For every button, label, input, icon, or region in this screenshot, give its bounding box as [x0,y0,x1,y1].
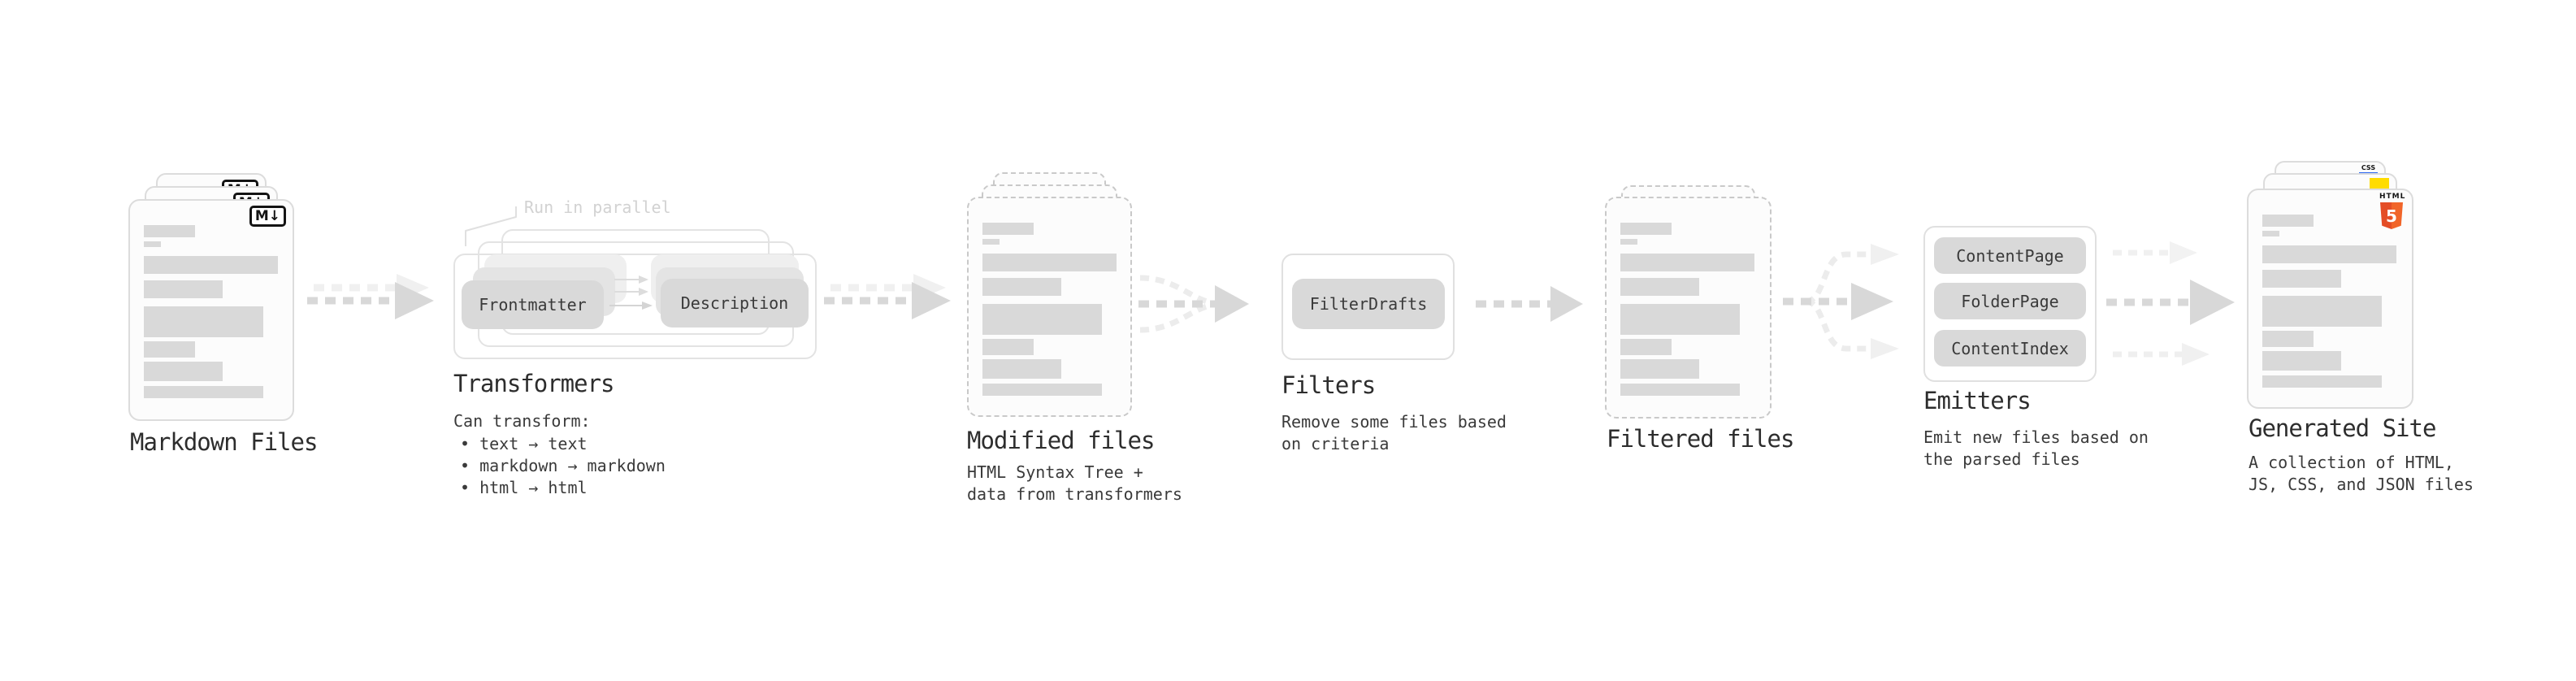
placeholder-bar [144,256,278,274]
placeholder-bar [982,384,1102,396]
modified-file-card-front [967,197,1132,417]
placeholder-bar [1620,384,1740,396]
bullet-item: • text → text [460,434,588,453]
flow-arrow-filtered-to-emitters [1783,244,1899,359]
emitters-description: Emit new files based on the parsed files [1923,427,2149,469]
flow-arrow-filters-to-filtered [1476,286,1583,322]
placeholder-bar [2262,245,2396,263]
bullet-item: • html → html [460,478,588,497]
placeholder-bar [1620,339,1672,355]
run-in-parallel-label: Run in parallel [524,197,671,217]
placeholder-bar [1620,359,1699,379]
placeholder-bar [144,225,195,237]
folderpage-pill: FolderPage [1934,283,2086,319]
placeholder-bar [144,362,223,381]
placeholder-bar [2262,231,2279,236]
generated-site-stack: CSS HTML 5 [2247,161,2413,413]
contentindex-pill: ContentIndex [1934,330,2086,367]
placeholder-bar [1620,254,1754,271]
flow-arrow-emitters-to-generated [2106,241,2235,366]
html5-icon-label: HTML [2379,193,2406,201]
markdown-files-title: Markdown Files [130,428,318,456]
transformers-title: Transformers [453,370,615,397]
html5-icon: HTML 5 [2379,193,2406,229]
document-placeholder-lines [1620,223,1759,398]
markdown-files-stack: M↓ M↓ M↓ [128,173,294,421]
placeholder-bar [2262,296,2382,327]
transformers-desc-heading: Can transform: [453,411,591,431]
document-placeholder-lines [982,223,1121,398]
html5-icon-shield: 5 [2380,202,2403,229]
js-icon [2370,178,2389,191]
generated-site-title: Generated Site [2249,414,2436,442]
filtered-files-stack [1605,185,1772,421]
placeholder-bar [144,306,263,337]
generated-file-card-html: HTML 5 [2247,189,2413,409]
description-pill: Description [661,279,809,327]
placeholder-bar [982,223,1034,235]
filtered-file-card-front [1605,197,1772,419]
markdown-icon: M↓ [249,206,286,227]
filterdrafts-pill: FilterDrafts [1292,279,1445,329]
modified-files-description: HTML Syntax Tree + data from transformer… [967,462,1182,504]
placeholder-bar [982,339,1034,355]
filters-description: Remove some files based on criteria [1281,412,1507,453]
placeholder-bar [982,359,1061,379]
filters-title: Filters [1281,371,1376,399]
placeholder-bar [1620,239,1637,245]
transformers-bullet-list: • text → text • markdown → markdown • ht… [460,433,666,499]
transformer-layer-front [453,254,817,359]
placeholder-bar [144,341,195,358]
placeholder-bar [144,280,223,298]
contentpage-pill: ContentPage [1934,237,2086,274]
frontmatter-pill: Frontmatter [462,280,604,329]
flow-arrow-transformers-to-modified [824,274,951,319]
placeholder-bar [2262,375,2382,388]
placeholder-bar [2262,270,2341,288]
callout-leader-line [465,206,517,246]
generated-site-description: A collection of HTML, JS, CSS, and JSON … [2249,453,2474,494]
placeholder-bar [1620,223,1672,235]
placeholder-bar [982,254,1117,271]
placeholder-bar [1620,278,1699,296]
placeholder-bar [2262,351,2341,371]
markdown-file-card-front: M↓ [128,199,294,421]
modified-files-title: Modified files [967,427,1155,454]
bullet-item: • markdown → markdown [460,456,666,475]
placeholder-bar [982,304,1102,335]
placeholder-bar [1620,304,1740,335]
placeholder-bar [2262,331,2314,347]
placeholder-bar [982,239,1000,245]
document-placeholder-lines [2262,215,2400,390]
modified-files-stack [967,172,1132,420]
placeholder-bar [982,278,1061,296]
css-icon-label: CSS [2361,164,2376,171]
emitters-title: Emitters [1923,387,2032,414]
filtered-files-title: Filtered files [1607,425,1794,453]
placeholder-bar [144,241,161,247]
document-placeholder-lines [144,225,282,401]
placeholder-bar [144,386,263,398]
flow-arrow-markdown-to-transformers [307,274,434,319]
flow-arrow-modified-to-filters [1138,275,1249,333]
placeholder-bar [2262,215,2314,227]
transformer-inner-arrows [609,275,653,310]
